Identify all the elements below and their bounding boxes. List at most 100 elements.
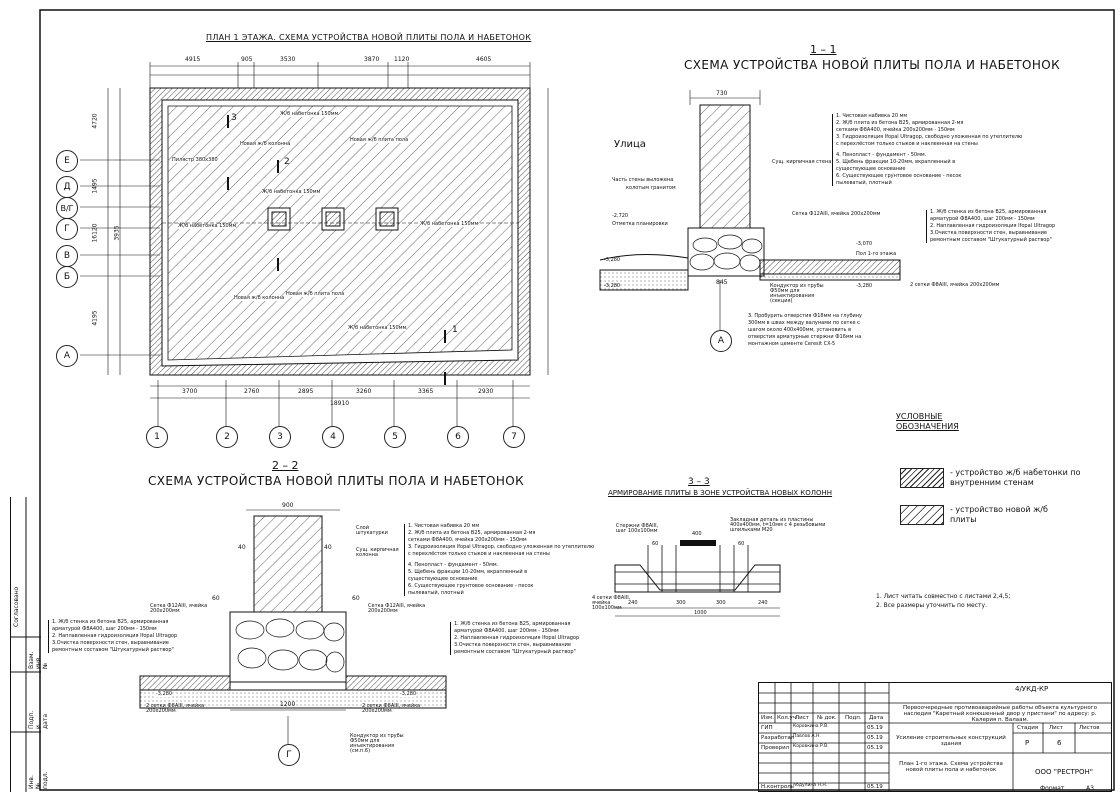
- label: колотым гранитом: [626, 185, 676, 191]
- sheet-value: 6: [1057, 739, 1062, 747]
- legend-item: - устройство новой ж/б плиты: [950, 505, 1048, 525]
- note-line: шагом около 400х400мм, установить в: [748, 327, 852, 333]
- agreed-label: Согласовано: [13, 586, 20, 627]
- dim: 40: [238, 544, 246, 551]
- total-dim: 18910: [330, 400, 350, 407]
- level-mark: -2,720: [612, 213, 629, 219]
- axis-marker: 3: [269, 426, 291, 448]
- top-dim: 3530: [280, 56, 296, 63]
- general-note: 2. Все размеры уточнить по месту.: [876, 602, 987, 609]
- sheet-title: План 1-го этажа. Схема устройства новой …: [899, 761, 1003, 774]
- note-line: арматурой Ф8А400, шаг 200мм - 150мм: [52, 626, 157, 632]
- plan-label: Новая ж/б плита пола: [350, 137, 409, 143]
- note-line: 3.Очистка поверхности стен, выравнивание: [930, 230, 1047, 236]
- left-dim: 1495: [91, 178, 99, 194]
- note-line: 2. Наплавленная гидроизоляция Ifopal Ult…: [930, 223, 1056, 229]
- legend-swatch-overlay: [900, 468, 944, 488]
- section-2-2: [139, 509, 447, 745]
- role: Разработал: [761, 735, 795, 741]
- note-line: 300мм в швах между валунами по сетке с: [748, 320, 860, 326]
- wall-notes-right: 1. Ж/б стенка из бетона В25, армированна…: [450, 622, 618, 655]
- legend-item: - устройство ж/б набетонки по внутренним…: [950, 468, 1081, 488]
- axis-marker: 2: [216, 426, 238, 448]
- section-mark: 2: [284, 157, 290, 167]
- name: Павлов А.Н.: [793, 734, 821, 739]
- level-mark: -3,280: [156, 691, 173, 697]
- project-name: Первоочередные противоаварийные работы о…: [903, 705, 1097, 724]
- label: 2 сетки Ф8АIII, ячейка 200х200мм: [910, 282, 1000, 288]
- top-dim: 905: [241, 56, 253, 63]
- bottom-dim: 2895: [298, 388, 314, 395]
- note-line: 3. Гидроизоляция Ifopal Ultragop, свобод…: [408, 544, 595, 550]
- inv-label: Взам. инв. №: [28, 651, 49, 669]
- street-label: Улица: [614, 139, 646, 150]
- col-header: Дата: [869, 715, 884, 721]
- format-label: Формат: [1040, 785, 1065, 792]
- dim: 900: [282, 502, 294, 509]
- dim: 400: [692, 531, 702, 537]
- note-line: ремонтным составом "Штукатурный раствор": [930, 237, 1052, 243]
- role: Проверил: [761, 745, 790, 751]
- axis-marker: А: [56, 345, 78, 367]
- section-1-1: [599, 90, 901, 330]
- section-3-3-number: 3 – 3: [688, 477, 710, 487]
- note-line: 5. Щебень фракции 10-20мм, вкрапленный в: [408, 569, 528, 575]
- axis-marker: А: [710, 330, 732, 352]
- sign-label: Подп. и дата: [28, 710, 49, 729]
- bottom-dim: 3365: [418, 388, 434, 395]
- label: 2 сетки Ф8АIII, ячейка 200х200мм: [146, 703, 205, 714]
- layer-notes: 1. Чистовая набивка 20 мм 2. Ж/б плита и…: [404, 523, 595, 596]
- sheet-frame: [39, 9, 1115, 791]
- label: Отметка планировки: [612, 221, 668, 227]
- sheet-header: Лист: [1049, 725, 1063, 731]
- dim: 240: [628, 600, 638, 606]
- left-dim: 4195: [91, 310, 99, 326]
- label: 4 сетки Ф8АIII, ячейка 100х100мм: [592, 595, 631, 611]
- axis-marker: 7: [503, 426, 525, 448]
- dim: 300: [716, 600, 726, 606]
- note-line: 3.Очистка поверхности стен, выравнивание: [52, 640, 169, 646]
- col-header: Лист: [795, 715, 809, 721]
- note-line: арматурой Ф8А400, шаг 200мм - 150мм: [454, 628, 559, 634]
- bottom-dim: 3260: [356, 388, 372, 395]
- dim: 240: [758, 600, 768, 606]
- axis-marker: 6: [447, 426, 469, 448]
- note-line: 3. Пробурить отверстия Ф18мм на глубину: [748, 313, 863, 319]
- left-dim: 4720: [91, 113, 99, 129]
- left-dim: 3935: [113, 225, 121, 241]
- label: Сущ. кирпичная стена: [772, 159, 832, 165]
- note-line: 1. Чистовая набивка 20 мм: [408, 523, 480, 529]
- date: 05.19: [867, 725, 883, 731]
- bottom-dim: 3700: [182, 388, 198, 395]
- section-2-2-number: 2 – 2: [272, 459, 299, 472]
- company-name: ООО "РЕСТРОН": [1035, 768, 1093, 776]
- label: Пол 1-го этажа: [856, 251, 897, 257]
- note-line: 6. Существующее грунтовое основание - пе…: [836, 173, 962, 179]
- section-3-3: [614, 540, 781, 617]
- plan-label: Новая ж/б плита пола: [286, 291, 345, 297]
- col-header: Изм.: [761, 715, 774, 721]
- inv2-label: Инв. № подл.: [28, 771, 49, 789]
- axis-marker: Г: [56, 218, 78, 240]
- dim: 1200: [280, 701, 296, 708]
- axis-marker: Б: [56, 266, 78, 288]
- layer-notes: 1. Чистовая набивка 20 мм 2. Ж/б плита и…: [832, 113, 1022, 186]
- axis-marker: Е: [56, 150, 78, 172]
- axis-marker: В/Г: [56, 197, 78, 219]
- note-line: 2. Ж/б плита из бетона В25, армированная…: [408, 530, 536, 536]
- note-line: 2. Наплавленная гидроизоляция Ifopal Ult…: [454, 635, 580, 641]
- stage-value: Р: [1025, 739, 1030, 747]
- note-line: 2. Наплавленная гидроизоляция Ifopal Ult…: [52, 633, 178, 639]
- plan-label: Ж/б набетонка 150мм: [262, 189, 321, 195]
- axis-marker: 1: [146, 426, 168, 448]
- note-line: 1. Чистовая набивка 20 мм: [836, 113, 908, 119]
- level-mark: -3,280: [604, 257, 621, 263]
- note-line: 5. Щебень фракции 10-20мм, вкрапленный в: [836, 159, 956, 165]
- dim: 60: [212, 595, 220, 602]
- sheets-header: Листов: [1079, 725, 1100, 731]
- dim: 300: [676, 600, 686, 606]
- note-line: 4. Пенопласт - фундамент - 50мм.: [836, 152, 927, 158]
- col-header: Подп.: [845, 715, 862, 721]
- axis-marker: Г: [278, 744, 300, 766]
- note-line: 3.Очистка поверхности стен, выравнивание: [454, 642, 571, 648]
